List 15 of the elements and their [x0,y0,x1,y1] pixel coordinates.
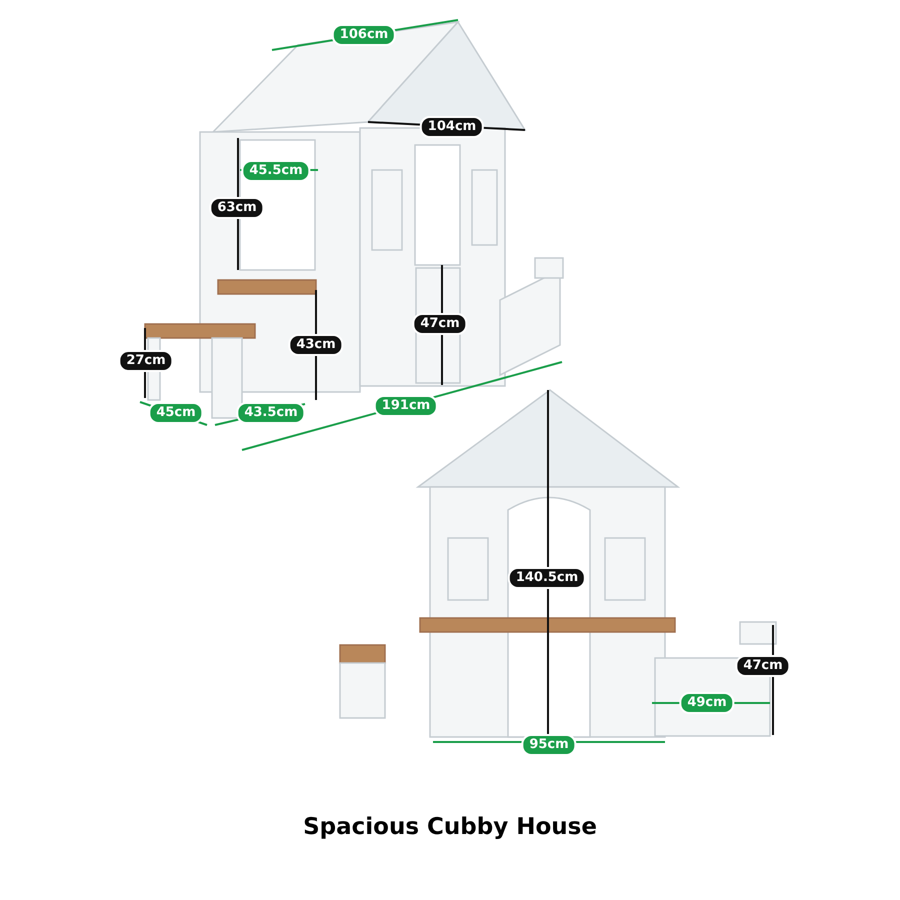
dimension-label: 45cm [148,402,204,424]
dimension-label: 47cm [735,655,791,677]
dimension-label: 140.5cm [508,567,586,589]
dimension-label: 191cm [374,395,438,417]
dimension-label: 95cm [521,734,577,756]
dimension-label: 104cm [420,116,484,138]
dimension-label: 43cm [288,334,344,356]
dimension-label: 43.5cm [236,402,306,424]
title: Spacious Cubby House [302,814,598,840]
dimension-label: 63cm [209,197,265,219]
dimension-label: 47cm [412,313,468,335]
dimension-label: 106cm [332,24,396,46]
dimension-label: 27cm [118,350,174,372]
dimension-label: 45.5cm [241,160,311,182]
dimension-label: 49cm [679,692,735,714]
